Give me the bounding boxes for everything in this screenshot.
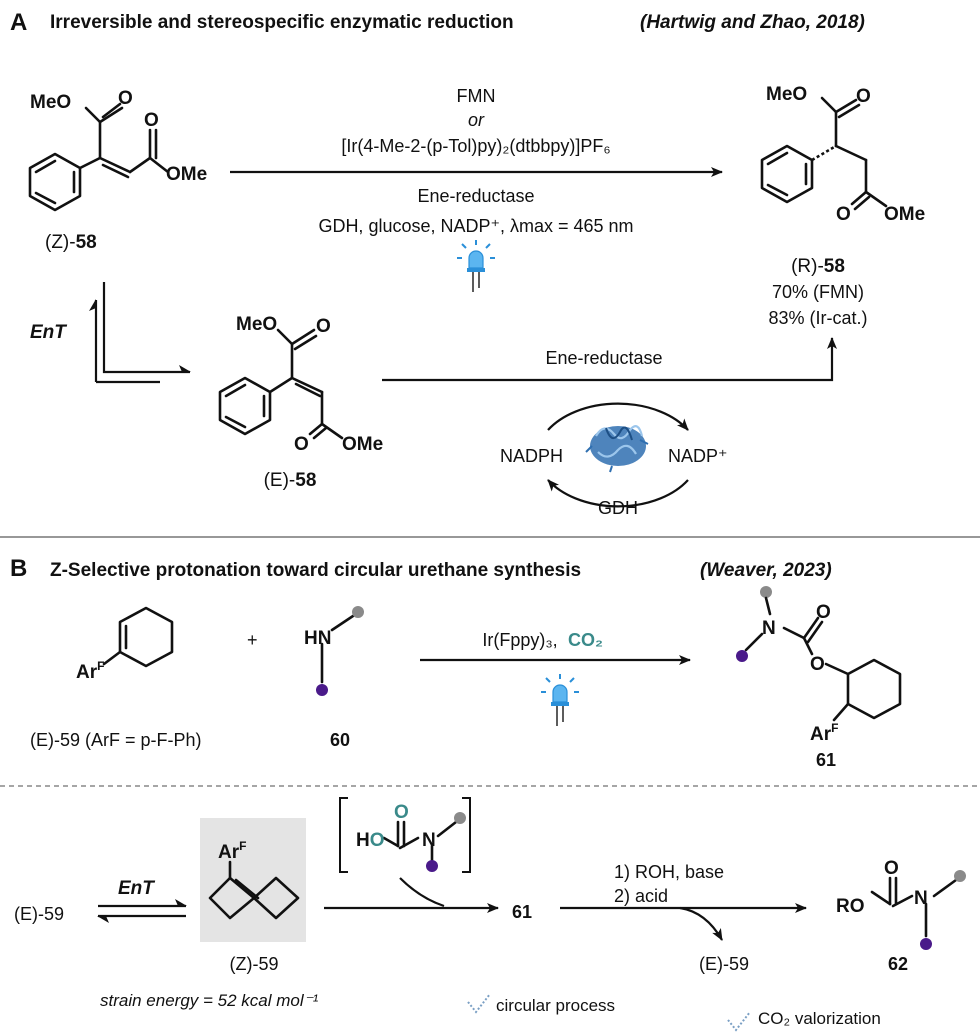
atom-arf: ArF [218,839,246,863]
atom-n: N [422,830,436,851]
condition-or: or [468,110,485,130]
panel-b-citation: (Weaver, 2023) [700,560,832,581]
blue-led-icon [457,240,495,292]
ent-isomerization-arrows [89,282,191,384]
reagent-label: Ir(Fppy)₃, [482,630,557,650]
substrate-label: (Z)-58 [45,232,97,253]
strain-energy-note: strain energy = 52 kcal mol⁻¹ [100,991,319,1010]
atom-o: O [118,88,133,109]
condition-fmn: FMN [457,86,496,106]
amine-60-structure [316,606,364,696]
ent-label-a: EnT [30,322,67,343]
atom-meo: MeO [236,314,277,335]
atom-ome: OMe [342,434,383,455]
label-61: 61 [816,750,836,770]
product-label: (R)-58 [791,256,845,277]
label-60: 60 [330,730,350,750]
e59-start-label: (E)-59 [14,904,64,924]
plus-sign: + [247,630,258,650]
panel-b-letter: B [10,555,27,582]
atom-hn: HN [304,628,331,649]
equilibrium-arrows [97,899,187,923]
atom-o: O [836,204,851,225]
e59-out-label: (E)-59 [699,954,749,974]
blue-led-icon [541,674,579,726]
atom-ome: OMe [884,204,925,225]
step-1-label: 1) ROH, base [614,862,724,882]
panel-b-title: Z-Selective protonation toward circular … [50,560,581,581]
panel-a-letter: A [10,9,27,36]
label-62: 62 [888,954,908,974]
cofactor-cycle [547,402,689,508]
atom-o: O [144,110,159,131]
yield-fmn: 70% (FMN) [772,282,864,302]
panel-a-citation: (Hartwig and Zhao, 2018) [640,12,865,33]
product-62-structure [870,870,966,950]
atom-o: O [810,654,825,675]
atom-arf: ArF [810,721,838,745]
atom-ome: OMe [166,164,207,185]
atom-o: O [316,316,331,337]
yield-ir: 83% (Ir-cat.) [768,308,867,328]
step-2-label: 2) acid [614,886,668,906]
check-icon [467,993,491,1014]
ent-label-b: EnT [118,878,155,899]
release-arrow [679,906,723,941]
gdh-label: GDH [598,498,638,518]
atom-o: O [856,86,871,107]
atom-n: N [914,888,928,909]
compound-z59-structure [208,860,300,920]
z59-highlight-box [200,818,306,942]
substrate-z58-structure [28,102,170,212]
nadph-label: NADPH [500,446,563,466]
label-e59: (E)-59 (ArF = p-F-Ph) [30,730,202,750]
product-61-structure [736,586,902,722]
curved-addition-arrow [399,877,445,908]
atom-ho: HO [356,830,385,851]
co2-label: CO₂ [568,630,603,650]
atom-meo: MeO [766,84,807,105]
product-r58-structure [760,96,888,211]
condition-gdh-glucose: GDH, glucose, NADP⁺, λmax = 465 nm [318,216,633,236]
nadp-label: NADP⁺ [668,446,728,466]
isomer-e58-structure [218,328,344,440]
atom-ro: RO [836,896,865,917]
ene-reductase-protein-icon [585,425,649,473]
circular-process-note: circular process [496,996,615,1015]
ene-reductase-arrow [382,337,837,382]
mech-61-label: 61 [512,902,532,922]
z59-label: (Z)-59 [230,954,279,974]
atom-o: O [294,434,309,455]
isomer-label: (E)-58 [264,470,317,491]
atom-n: N [762,618,776,639]
carbamic-acid-bracket [339,797,471,873]
atom-o-teal: O [394,802,409,823]
atom-arf: ArF [76,659,104,683]
condition-ir-catalyst: [Ir(4-Me-2-(p-Tol)py)₂(dtbbpy)]PF₆ [341,136,610,156]
co2-valorization-note: CO₂ valorization [758,1009,881,1028]
panel-a-title: Irreversible and stereospecific enzymati… [50,12,514,33]
atom-o: O [884,858,899,879]
check-icon [727,1011,751,1032]
ene-reductase-label: Ene-reductase [545,348,662,368]
condition-ene-reductase: Ene-reductase [417,186,534,206]
atom-meo: MeO [30,92,71,113]
atom-o: O [816,602,831,623]
compound-e59-structure [102,606,174,668]
